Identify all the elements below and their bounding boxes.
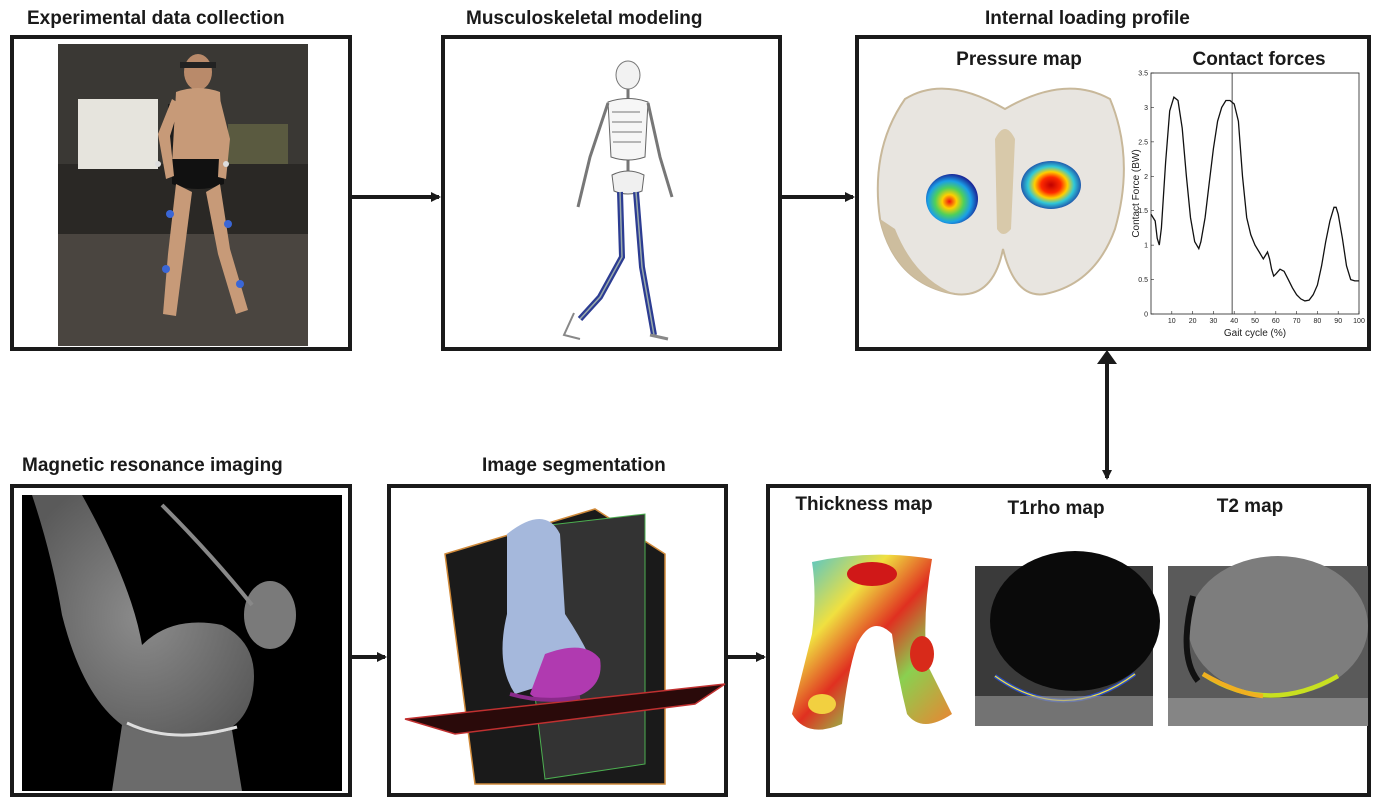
t1rho-map-label: T1rho map — [976, 498, 1136, 520]
panel-loading: Pressure map Contact forces 00 — [855, 35, 1371, 351]
thickness-map-image — [782, 554, 962, 739]
y-tick-label: 0 — [1144, 312, 1148, 319]
x-tick-label: 40 — [1230, 318, 1238, 325]
y-axis-label: Contact Force (BW) — [1131, 149, 1142, 237]
pressure-map-label: Pressure map — [939, 49, 1099, 71]
arrow-head-up — [1097, 350, 1117, 364]
thickness-map-label: Thickness map — [794, 492, 934, 518]
y-tick-label: 2.5 — [1138, 139, 1148, 146]
panel-experimental — [10, 35, 352, 351]
t1rho-map-image — [975, 566, 1153, 726]
title-segmentation: Image segmentation — [482, 455, 666, 477]
x-tick-label: 70 — [1293, 318, 1301, 325]
panel-quant-maps: Thickness map T1rho map T2 map — [766, 484, 1371, 797]
x-tick-label: 80 — [1314, 318, 1322, 325]
title-mri: Magnetic resonance imaging — [22, 455, 283, 477]
segmentation-image — [395, 494, 725, 794]
title-modeling: Musculoskeletal modeling — [466, 8, 703, 30]
x-tick-label: 100 — [1353, 318, 1365, 325]
x-tick-label: 90 — [1334, 318, 1342, 325]
x-tick-label: 60 — [1272, 318, 1280, 325]
y-tick-label: 3 — [1144, 105, 1148, 112]
y-tick-label: 0.5 — [1138, 277, 1148, 284]
title-loading: Internal loading profile — [985, 8, 1190, 30]
x-tick-label: 20 — [1189, 318, 1197, 325]
x-tick-label: 50 — [1251, 318, 1259, 325]
panel-mri — [10, 484, 352, 797]
mri-image — [22, 495, 342, 791]
pressure-map-image — [875, 79, 1130, 319]
y-tick-label: 2 — [1144, 174, 1148, 181]
pressure-spot-medial — [926, 174, 978, 224]
x-axis-label: Gait cycle (%) — [1224, 328, 1286, 339]
title-experimental: Experimental data collection — [27, 8, 285, 30]
x-tick-label: 30 — [1210, 318, 1218, 325]
panel-segmentation — [387, 484, 728, 797]
chart-frame — [1151, 73, 1359, 314]
y-tick-label: 1 — [1144, 243, 1148, 250]
t2-map-image — [1168, 566, 1368, 726]
skeleton-model — [550, 57, 710, 347]
series-line-0 — [1151, 97, 1359, 301]
subject-photo — [58, 44, 308, 346]
contact-force-chart: 00.511.522.533.5102030405060708090100Gai… — [1131, 67, 1361, 342]
t2-map-label: T2 map — [1170, 496, 1330, 518]
x-tick-label: 10 — [1168, 318, 1176, 325]
pressure-spot-lateral — [1021, 161, 1081, 209]
panel-modeling — [441, 35, 782, 351]
y-tick-label: 3.5 — [1138, 71, 1148, 78]
